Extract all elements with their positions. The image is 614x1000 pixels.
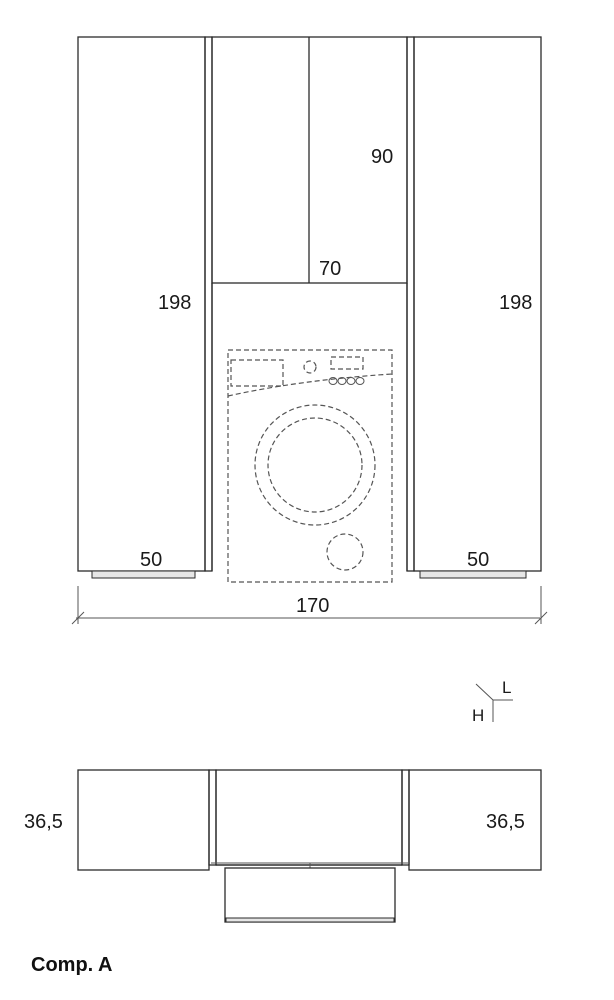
left-width-label: 50 — [140, 549, 162, 571]
front-view: 90 70 198 198 50 50 170 — [71, 36, 548, 625]
drum-door-outer — [254, 404, 376, 526]
total-width-dimension — [71, 586, 548, 625]
wall-unit-width-label: 70 — [319, 258, 341, 280]
axis-l-label: L — [502, 678, 511, 697]
left-plinth — [91, 570, 196, 579]
right-depth-label: 36,5 — [486, 811, 525, 833]
detergent-drawer — [230, 359, 284, 387]
right-width-label: 50 — [467, 549, 489, 571]
wall-unit-plan — [215, 769, 403, 866]
right-height-label: 198 — [499, 292, 532, 314]
right-column-plan — [408, 769, 542, 871]
control-buttons — [328, 377, 365, 385]
filter-cover — [326, 533, 364, 571]
washing-machine-plan — [224, 867, 396, 923]
washing-machine-outline — [227, 349, 393, 583]
drum-door-inner — [267, 417, 363, 513]
left-depth-label: 36,5 — [24, 811, 63, 833]
wall-unit — [211, 36, 408, 284]
display-panel — [330, 356, 364, 370]
orientation-axis-icon: L H — [472, 678, 513, 725]
program-knob — [303, 360, 317, 374]
left-tall-column — [77, 36, 213, 579]
composition-caption: Comp. A — [31, 954, 113, 976]
left-column-plan — [77, 769, 210, 871]
wall-unit-height-label: 90 — [371, 146, 393, 168]
top-view: 36,5 36,5 — [24, 769, 542, 923]
total-width-label: 170 — [296, 595, 329, 617]
right-plinth — [419, 570, 527, 579]
left-height-label: 198 — [158, 292, 191, 314]
axis-h-label: H — [472, 706, 484, 725]
